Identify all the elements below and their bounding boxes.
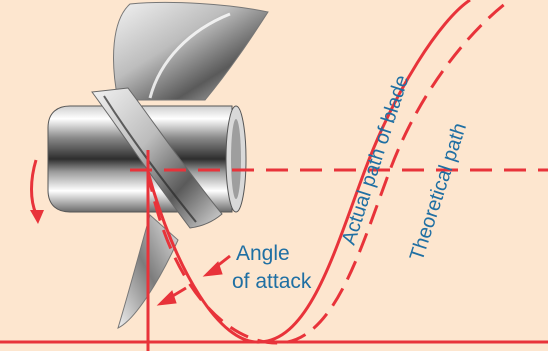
actual-path-label: Actual path of blade xyxy=(338,73,414,248)
rotation-direction-arrow-icon xyxy=(30,160,44,224)
theoretical-path-label: Theoretical path xyxy=(406,120,471,263)
propeller-top-blade xyxy=(114,2,268,100)
angle-of-attack-label-line2: of attack xyxy=(232,270,312,293)
angle-arrows xyxy=(158,256,230,305)
angle-of-attack-label-line1: Angle xyxy=(236,242,290,265)
